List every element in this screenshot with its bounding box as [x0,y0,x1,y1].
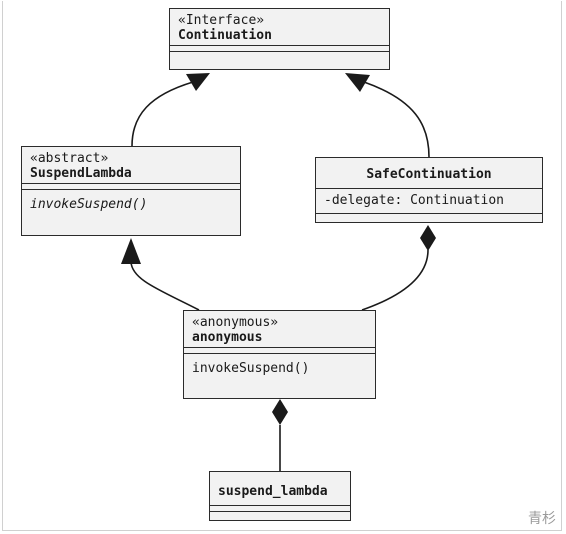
attributes-compartment [170,45,389,51]
method-invokesuspend: invokeSuspend() [30,197,148,212]
edge-anonymous-to-suspendlambda [130,261,200,311]
stereotype-label: «Interface» [178,13,265,28]
operations-compartment [210,511,350,516]
operations-compartment [316,213,542,219]
stereotype-label: «abstract» [30,151,109,166]
composition-diamond [420,225,436,251]
edge-safecontinuation-composes-anonymous [361,249,429,311]
operations-compartment: invokeSuspend() [184,353,375,381]
operations-compartment: invokeSuspend() [22,189,240,217]
class-name: SafeContinuation [366,167,492,182]
class-name: Continuation [178,28,272,43]
watermark-text: 青杉 [528,511,556,527]
attributes-compartment [210,505,350,511]
class-anonymous: «anonymous» anonymous invokeSuspend() [183,310,376,399]
class-name: SuspendLambda [30,166,132,181]
class-suspendlambda: «abstract» SuspendLambda invokeSuspend() [21,146,241,236]
attributes-compartment [184,347,375,353]
generalization-arrowhead [121,238,141,264]
class-name: anonymous [192,330,263,345]
stereotype-label: «anonymous» [192,315,279,330]
composition-diamond [272,399,288,425]
generalization-arrowhead [186,73,210,91]
attributes-compartment [22,183,240,189]
edge-safecontinuation-to-continuation [363,81,430,158]
edge-suspendlambda-to-continuation [131,81,194,147]
class-suspend-lambda-object: suspend_lambda [209,471,351,521]
method-invokesuspend: invokeSuspend() [192,361,310,376]
attributes-compartment: -delegate: Continuation [316,188,542,213]
class-name: suspend_lambda [218,484,328,499]
attribute-delegate: -delegate: Continuation [324,193,505,208]
class-safecontinuation: SafeContinuation -delegate: Continuation [315,157,543,223]
generalization-arrowhead [345,73,370,92]
class-continuation: «Interface» Continuation [169,8,390,70]
operations-compartment [170,51,389,57]
